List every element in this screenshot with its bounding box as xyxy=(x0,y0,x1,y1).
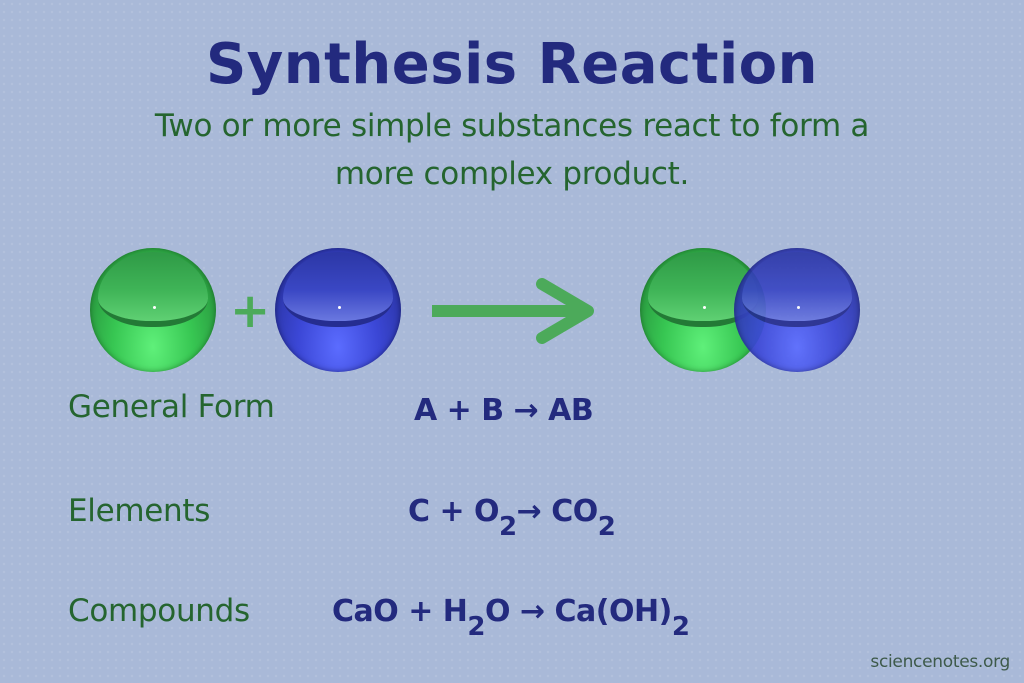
definition-line-2: more complex product. xyxy=(334,156,690,192)
row-label-general-form: General Form xyxy=(68,389,275,425)
subscript: 2 xyxy=(467,612,485,642)
equation-product: CO xyxy=(541,494,598,529)
page-title: Synthesis Reaction xyxy=(205,32,819,97)
blue-sphere-reactant-b xyxy=(275,248,401,372)
blue-sphere-product xyxy=(734,248,860,372)
sphere-highlight xyxy=(153,306,156,310)
equation-product: AB xyxy=(538,393,594,428)
equation-product: Ca(OH) xyxy=(544,594,673,629)
equation-reactants: A + B xyxy=(414,393,514,428)
equation-general-form: A + B → AB xyxy=(414,391,594,431)
source-credit: sciencenotes.org xyxy=(870,652,1010,672)
equation-compounds: CaO + H2O → Ca(OH)2 xyxy=(332,592,690,640)
green-sphere-reactant-a xyxy=(90,248,216,372)
sphere-highlight xyxy=(797,306,800,310)
equation-reactants-tail: O xyxy=(485,594,520,629)
sphere-cap xyxy=(97,251,209,328)
arrow-symbol: → xyxy=(519,594,545,629)
definition-line-1: Two or more simple substances react to f… xyxy=(154,108,870,144)
row-label-elements: Elements xyxy=(68,493,211,529)
plus-sign: + xyxy=(230,283,271,339)
subscript: 2 xyxy=(499,512,517,542)
definition-text: Two or more simple substances react to f… xyxy=(100,102,924,198)
subscript: 2 xyxy=(671,612,690,642)
equation-reactants: CaO + H xyxy=(332,594,468,629)
arrow-symbol: → xyxy=(513,393,539,428)
arrow-symbol: → xyxy=(516,494,542,529)
sphere-cap xyxy=(741,251,853,328)
subscript: 2 xyxy=(597,512,616,542)
sphere-highlight xyxy=(338,306,341,310)
row-label-compounds: Compounds xyxy=(68,593,250,629)
reaction-arrow-icon xyxy=(432,278,594,344)
sphere-highlight xyxy=(703,306,706,310)
sphere-cap xyxy=(282,251,394,328)
equation-reactants: C + O xyxy=(408,494,500,529)
equation-elements: C + O2→ CO2 xyxy=(408,492,616,540)
